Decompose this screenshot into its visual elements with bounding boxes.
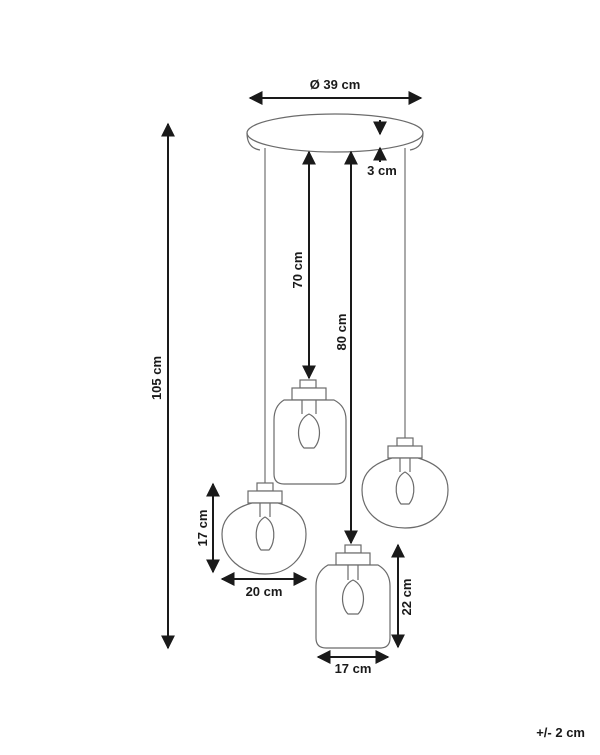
label-round-shade-width: 20 cm [246, 584, 283, 599]
pendant-lamp-tall-1 [273, 379, 347, 485]
label-round-shade-height: 17 cm [195, 510, 210, 547]
label-canopy-height: 3 cm [367, 163, 397, 178]
suspension-cables [264, 148, 406, 485]
dimension-labels: Ø 39 cm 3 cm 70 cm 80 cm 105 cm 17 cm 20… [149, 77, 414, 676]
dimension-lines [161, 91, 423, 664]
pendant-lamp-tall-2 [315, 544, 391, 649]
label-total-height: 105 cm [149, 356, 164, 400]
ceiling-canopy [246, 113, 424, 153]
label-tall-shade-height: 22 cm [399, 579, 414, 616]
pendant-lamp-round-2 [221, 482, 307, 575]
label-tall-shade-width: 17 cm [335, 661, 372, 676]
pendant-lamp-round-1 [361, 437, 449, 529]
tolerance-note: +/- 2 cm [536, 725, 585, 740]
label-canopy-diameter: Ø 39 cm [310, 77, 361, 92]
label-cable-long: 80 cm [334, 314, 349, 351]
label-cable-short: 70 cm [290, 252, 305, 289]
